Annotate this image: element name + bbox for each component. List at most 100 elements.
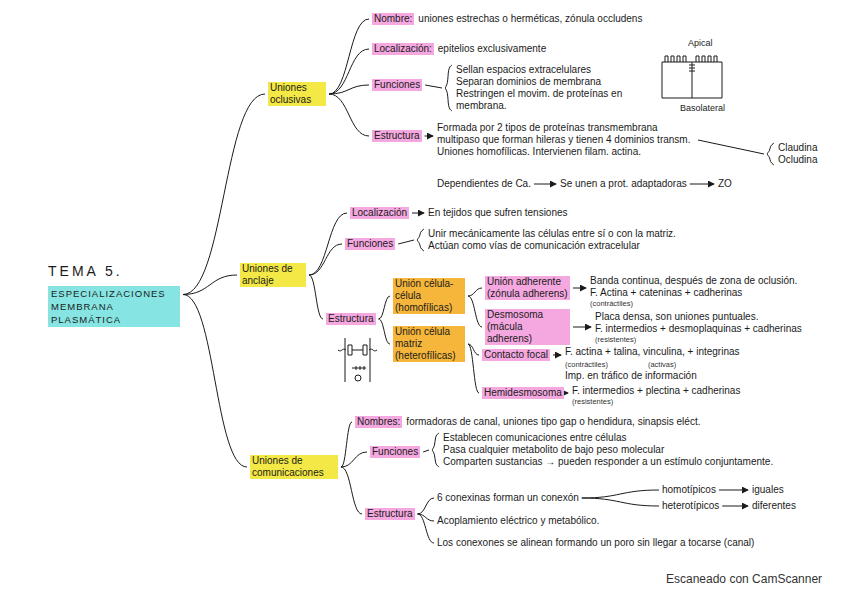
- detail-text: Placa densa, son uniones puntuales.F. in…: [595, 311, 830, 344]
- connector-line: [690, 184, 714, 185]
- connector: [329, 85, 369, 94]
- node-title: Unión adherente (zónula adherens): [485, 276, 570, 300]
- category-label: Localización:epitelios exclusivamente: [372, 43, 546, 55]
- detail-text: 6 conexinas forman un conexón: [437, 492, 579, 504]
- node-title: Contacto focal: [482, 349, 550, 361]
- node-title: Uniones oclusivas: [268, 82, 326, 106]
- cell-outline: [662, 62, 722, 98]
- detail-text: Los conexones se alinean formando un por…: [437, 537, 807, 549]
- node-text: (contráctiles): [565, 360, 608, 369]
- node-title: Desmosoma (mácula adherens): [485, 309, 570, 345]
- connector: [582, 490, 659, 498]
- connector-line: [309, 275, 323, 319]
- node-title: ZO: [718, 178, 732, 190]
- connector: [341, 467, 362, 514]
- connector: [423, 433, 439, 467]
- connector-line: [417, 229, 424, 251]
- connector-line: [418, 498, 434, 514]
- connector-line: [329, 85, 369, 94]
- detail-text: diferentes: [752, 500, 796, 512]
- connector: [418, 514, 434, 543]
- node-text: ESPECIALIZACIONES MEMBRANA PLASMÁTICA: [48, 286, 180, 327]
- connector-line: [423, 450, 429, 452]
- category-label: Nombre:uniones estrechas o herméticas, z…: [372, 13, 642, 25]
- connector: [329, 94, 369, 136]
- node-text: (resistentes): [595, 335, 830, 344]
- connector-line: [698, 140, 764, 154]
- connector: [573, 288, 586, 289]
- junction-label: Unión adherente (zónula adherens): [485, 276, 570, 300]
- connector: [468, 296, 482, 327]
- connector-line: [573, 288, 586, 289]
- category-label: Estructura: [372, 130, 422, 142]
- tight-junction: [689, 65, 695, 71]
- node-title: Hemidesmosoma: [482, 387, 564, 399]
- detail-text: F. actina + talina, vinculina, + integri…: [565, 346, 795, 382]
- connector-line: [398, 240, 414, 244]
- connector: [183, 275, 237, 295]
- node-text: uniones estrechas o herméticas, zónula o…: [418, 13, 642, 25]
- connector-line: [445, 65, 452, 111]
- node-title: F. actina + talina, vinculina, + integri…: [565, 346, 795, 358]
- connector-line: [379, 319, 390, 344]
- hemidesmosome: [352, 366, 366, 370]
- detail-text: Sellan espacios extracelularesSeparan do…: [456, 64, 651, 112]
- detail-text: Banda continua, después de zona de oclus…: [590, 275, 830, 308]
- node-text: (activas): [648, 360, 676, 369]
- node-title: Estructura: [365, 508, 415, 520]
- category-label: Nombres: formadoras de canal, uniones tip…: [355, 416, 700, 428]
- node-title: Banda continua, después de zona de oclus…: [590, 275, 830, 287]
- connector-line: [329, 49, 369, 94]
- connector: [183, 295, 247, 468]
- node-title: heterotípicos: [662, 500, 719, 512]
- connector: [582, 498, 659, 506]
- connector-line: [425, 136, 433, 137]
- node-text: Ocludina: [778, 154, 817, 166]
- node-text: Pasa cualquier metabolito de bajo peso m…: [443, 444, 788, 456]
- node-text: Separan dominios de membrana: [456, 76, 651, 88]
- connector: [553, 355, 561, 356]
- connector: [698, 140, 774, 165]
- node-title: Placa densa, son uniones puntuales.: [595, 311, 830, 323]
- category-label: Funciones: [345, 238, 395, 250]
- connector-line: [534, 184, 556, 185]
- part-label: Basolateral: [680, 103, 725, 114]
- connector-line: [309, 244, 342, 275]
- node-title: Estructura: [326, 313, 376, 325]
- connector-line: [468, 288, 482, 296]
- node-title: Claudina: [778, 142, 817, 154]
- connector-line: [341, 452, 367, 467]
- cell-border: [692, 62, 693, 98]
- node-title: 6 conexinas forman un conexón: [437, 492, 579, 504]
- connector: [722, 506, 748, 507]
- subtype-label: Unión célula matriz (heterofílicas): [393, 326, 465, 362]
- category-label: Estructura: [365, 508, 415, 520]
- node-title: Dependientes de Ca.: [437, 178, 531, 190]
- node-text: formadoras de canal, uniones tipo gap o …: [406, 416, 700, 428]
- connector: [690, 184, 714, 185]
- node-text: F. intermedios + desmoplaquinas + cadher…: [595, 323, 830, 335]
- node-title: En tejidos que sufren tensiones: [428, 207, 568, 219]
- node-title: Unión célula-célula (homofílicas): [393, 278, 465, 314]
- connector-line: [418, 514, 434, 543]
- node-title: Unir mecánicamente las células entre sí …: [428, 228, 828, 240]
- node-title: Nombres:: [355, 416, 402, 428]
- junction-label: Desmosoma (mácula adherens): [485, 309, 570, 345]
- connector-line: [341, 422, 352, 467]
- node-title: homotípicos: [662, 484, 716, 496]
- node-text: Uniones homofílicas. Intervienen filam. …: [437, 146, 695, 158]
- detail-text: Establecen comunicaciones entre célulasP…: [443, 432, 788, 468]
- subtype-label: Unión célula-célula (homofílicas): [393, 278, 465, 314]
- detail-text: heterotípicos: [662, 500, 719, 512]
- node-title: Formada por 2 tipos de proteínas transme…: [437, 122, 695, 146]
- node-text: epitelios exclusivamente: [438, 43, 546, 55]
- connector-line: [432, 433, 439, 467]
- detail-text: Acoplamiento eléctrico y metabólico.: [437, 515, 599, 527]
- node-title: Uniones de comunicaciones: [250, 455, 338, 479]
- connector-line: [553, 355, 561, 356]
- connector: [412, 213, 424, 214]
- connector: [398, 229, 424, 251]
- detail-text: iguales: [752, 484, 784, 496]
- connector-line: [412, 213, 424, 214]
